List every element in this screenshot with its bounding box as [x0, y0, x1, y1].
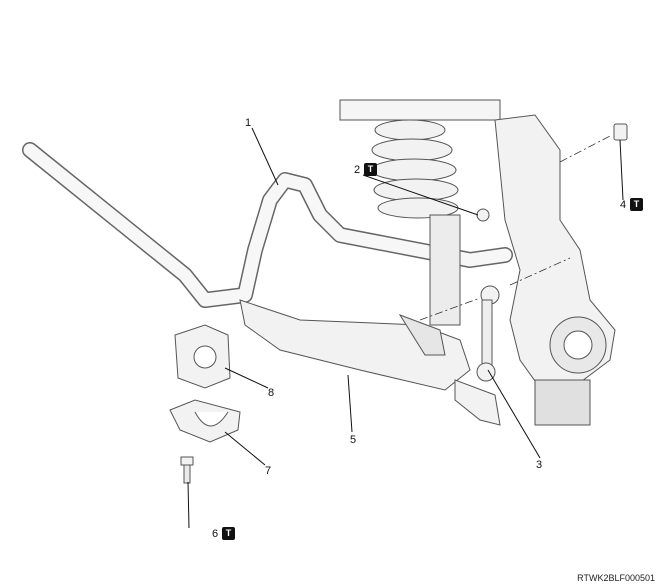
callout-7: 7 — [265, 465, 272, 477]
stabilizer-bar — [22, 142, 513, 308]
stabilizer-link — [476, 285, 500, 382]
callout-2: 2 — [354, 164, 361, 176]
torque-spec-icon: T — [222, 527, 235, 540]
steering-knuckle — [494, 114, 616, 426]
bracket-bolt — [180, 456, 194, 484]
callout-4: 4 — [620, 199, 627, 211]
nut — [613, 123, 628, 141]
small-nut — [476, 208, 490, 222]
callout-6: 6 — [212, 528, 219, 540]
figure-code: RTWK2BLF000501 — [577, 573, 655, 583]
callout-5: 5 — [350, 434, 357, 446]
stabilizer-bracket — [169, 399, 241, 443]
leader-lines — [187, 127, 624, 529]
callout-8: 8 — [268, 387, 275, 399]
axis-lines — [419, 134, 613, 321]
stabilizer-bushing — [174, 324, 231, 389]
coil-spring — [339, 99, 501, 326]
callout-1: 1 — [245, 117, 252, 129]
callout-3: 3 — [536, 459, 543, 471]
torque-spec-icon: T — [630, 198, 643, 211]
lower-arm — [239, 299, 501, 426]
torque-spec-icon: T — [364, 163, 377, 176]
